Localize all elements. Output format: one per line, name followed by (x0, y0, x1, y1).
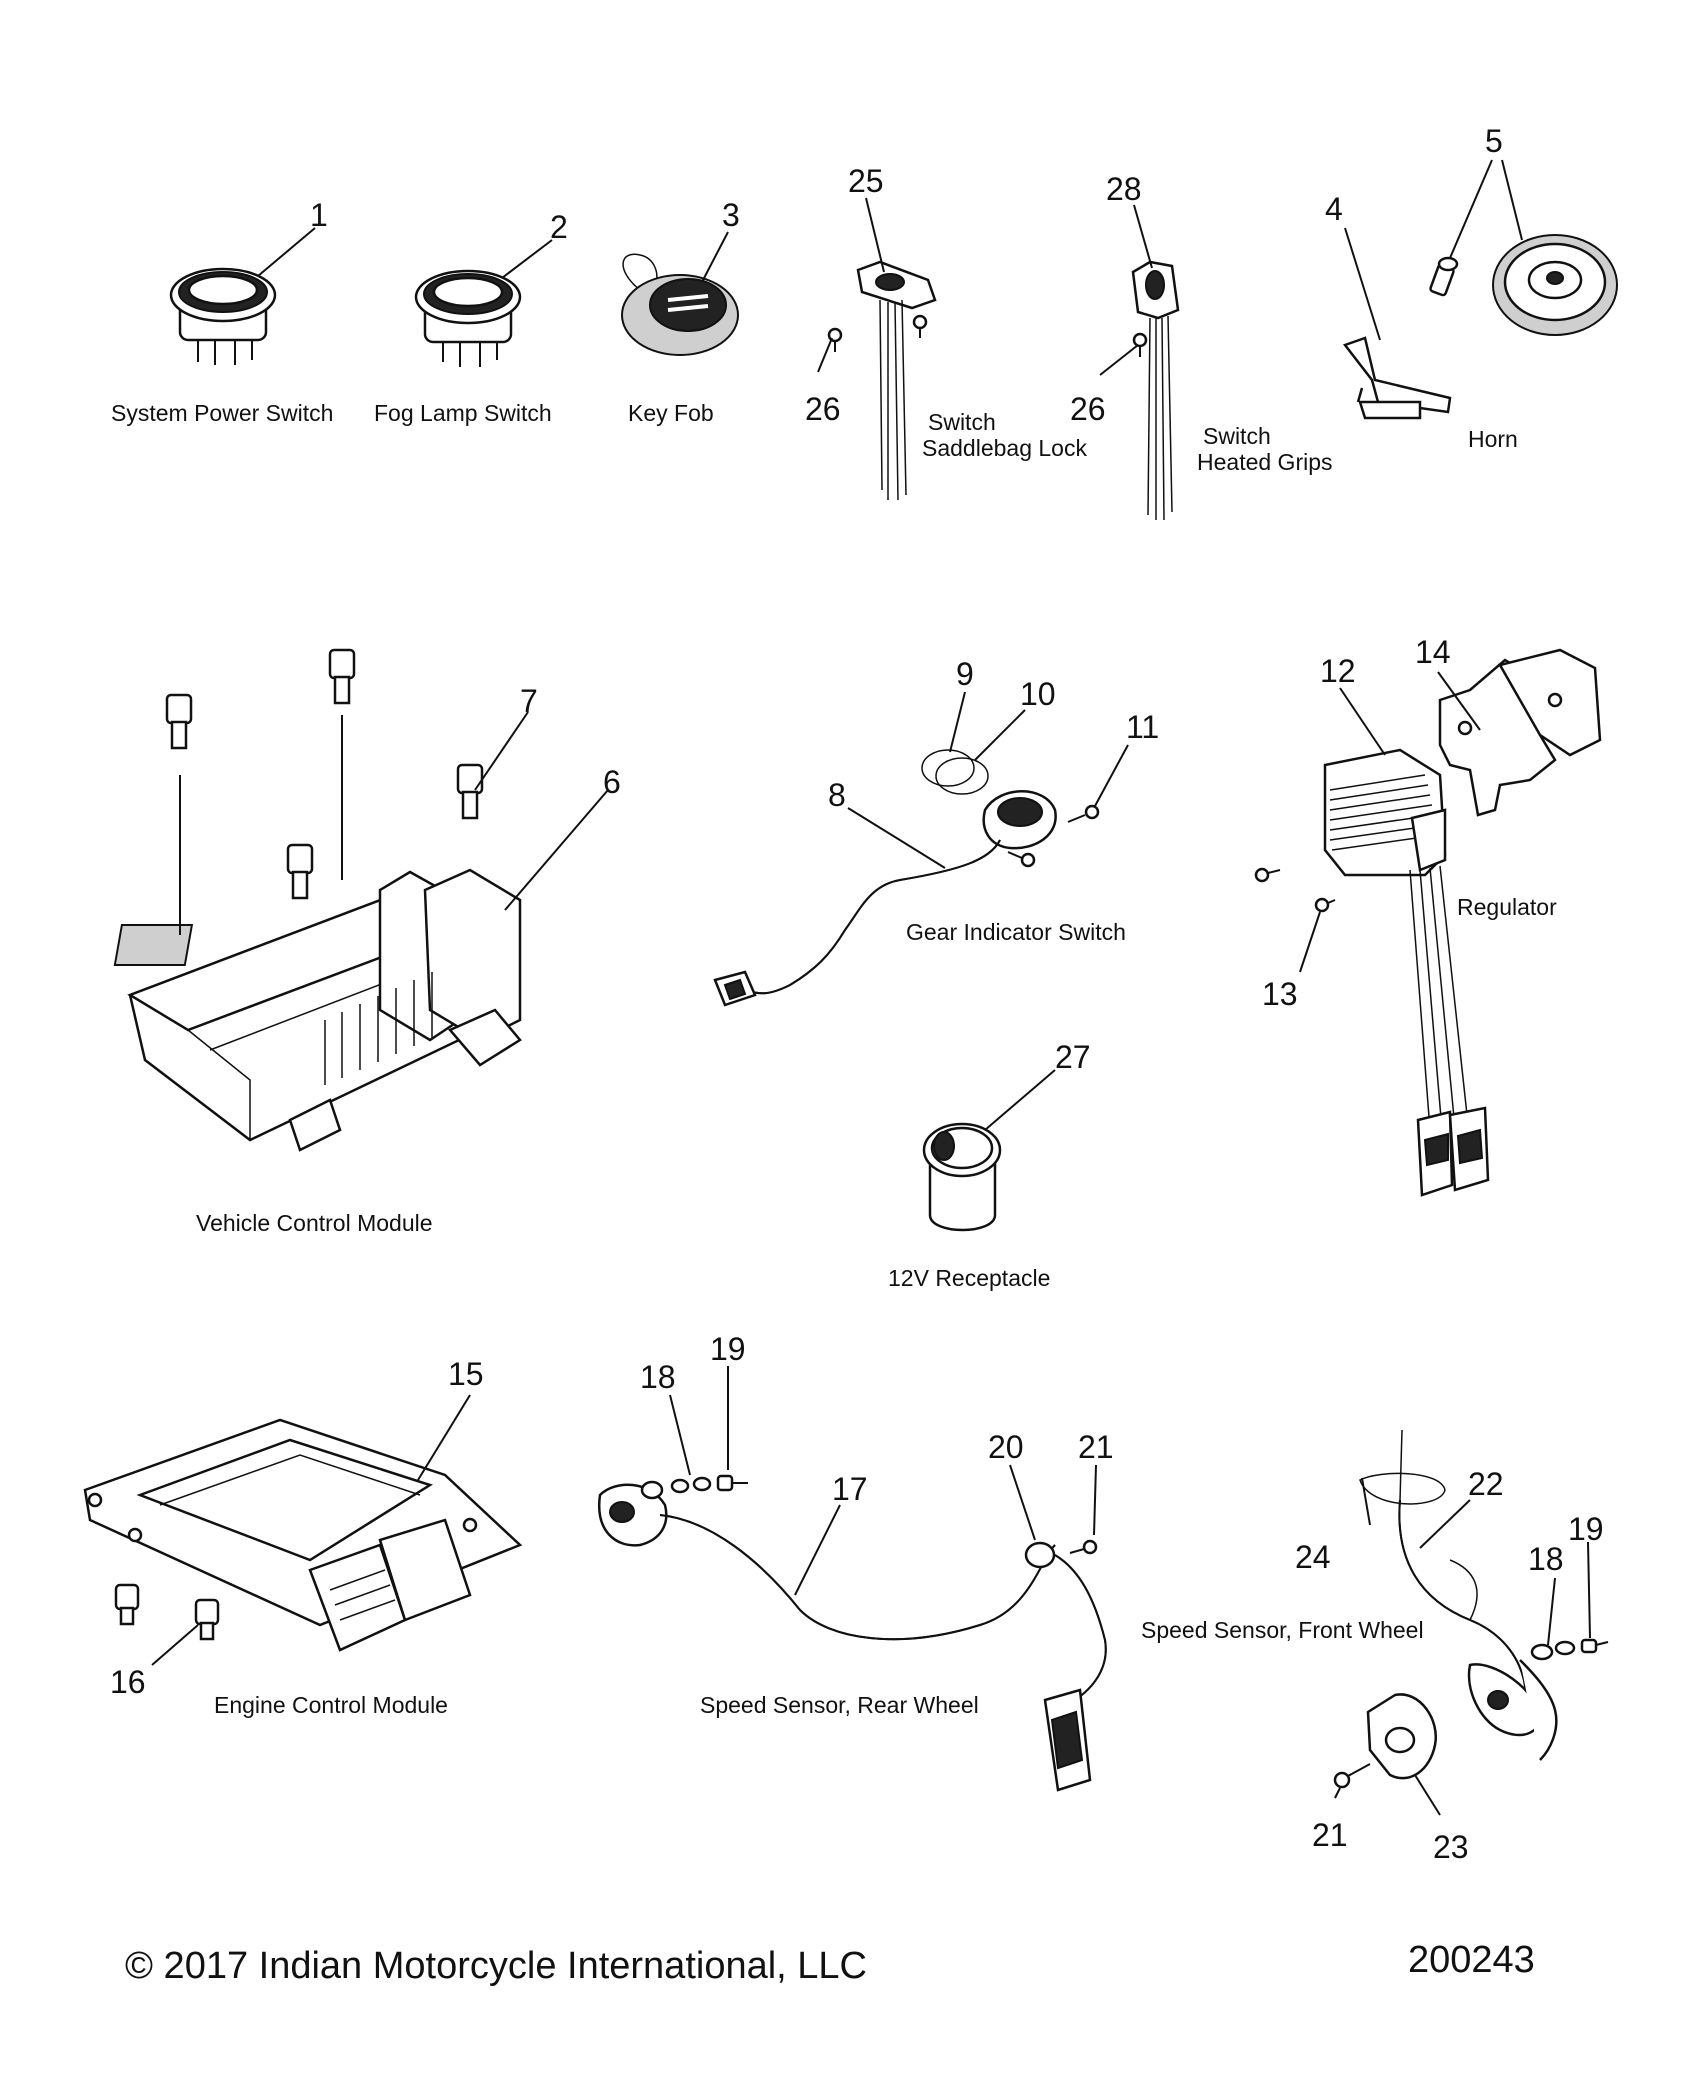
key-fob-part (621, 253, 739, 356)
callout-17: 17 (832, 1471, 868, 1507)
copyright-notice: © 2017 Indian Motorcycle International, … (125, 1945, 867, 1987)
callout-11: 11 (1126, 709, 1159, 745)
leader-18b (1547, 1577, 1556, 1646)
leader-24 (1361, 1477, 1371, 1526)
leader-20 (1009, 1464, 1036, 1541)
callout-24: 24 (1295, 1539, 1331, 1575)
callout-21a: 21 (1078, 1429, 1114, 1465)
callout-18a: 18 (640, 1359, 676, 1395)
leader-12 (1339, 687, 1386, 756)
receptacle-12v-part (922, 1122, 1002, 1232)
label-horn: Horn (1468, 426, 1518, 452)
leader-21b (1334, 1787, 1341, 1799)
leader-25 (865, 197, 885, 273)
leader-13 (1299, 911, 1321, 973)
leader-10 (974, 709, 1026, 761)
leader-26b (1099, 344, 1139, 376)
callout-25: 25 (848, 163, 884, 199)
leader-19b (1587, 1541, 1591, 1639)
leader-8 (847, 807, 946, 869)
label-switch-heated-2: Heated Grips (1197, 449, 1333, 475)
callout-21b: 21 (1312, 1817, 1348, 1853)
speed-sensor-rear-part (597, 1474, 1107, 1792)
leader-4 (1344, 227, 1381, 341)
label-12v-receptacle: 12V Receptacle (888, 1265, 1050, 1291)
callout-4: 4 (1325, 191, 1343, 227)
leader-9 (949, 691, 966, 753)
label-regulator: Regulator (1457, 894, 1557, 920)
leader-14 (1437, 671, 1481, 731)
callout-2: 2 (550, 209, 568, 245)
speed-sensor-front-part (1333, 1429, 1609, 1789)
horn-part (1342, 234, 1618, 420)
leader-17 (794, 1504, 841, 1596)
leader-6 (504, 789, 609, 911)
callout-13: 13 (1262, 976, 1298, 1012)
leader-1 (257, 227, 316, 277)
callout-20: 20 (988, 1429, 1024, 1465)
label-switch-saddlebag-2: Saddlebag Lock (922, 435, 1087, 461)
callout-15: 15 (448, 1356, 484, 1392)
leader-7 (474, 711, 529, 791)
leader-16 (151, 1624, 199, 1666)
leader-15 (417, 1394, 471, 1481)
callout-9: 9 (956, 656, 974, 692)
label-gear-indicator-switch: Gear Indicator Switch (906, 919, 1126, 945)
callout-12: 12 (1320, 653, 1356, 689)
callout-6: 6 (603, 764, 621, 800)
callout-26b: 26 (1070, 391, 1106, 427)
label-fog-lamp-switch: Fog Lamp Switch (374, 400, 552, 426)
system-power-switch-part (169, 267, 277, 365)
callout-18b: 18 (1528, 1541, 1564, 1577)
callout-16: 16 (110, 1664, 146, 1700)
label-speed-sensor-rear: Speed Sensor, Rear Wheel (700, 1692, 979, 1718)
leader-5b (1501, 159, 1523, 241)
leader-3 (701, 231, 729, 283)
leader-11 (1094, 744, 1129, 807)
callout-14: 14 (1415, 634, 1451, 670)
gear-indicator-switch-part (713, 749, 1100, 1007)
leader-18a (669, 1394, 691, 1476)
engine-control-module-part (83, 1418, 523, 1652)
regulator-part (1254, 648, 1602, 1197)
callout-19a: 19 (710, 1331, 746, 1367)
leader-27 (984, 1069, 1056, 1131)
label-system-power-switch: System Power Switch (111, 400, 333, 426)
leader-26a (817, 337, 833, 373)
vcm-bolts (165, 648, 484, 935)
fog-lamp-switch-part (414, 269, 522, 367)
leader-5a (1449, 159, 1493, 259)
label-vehicle-control-module: Vehicle Control Module (196, 1210, 433, 1236)
callout-22: 22 (1468, 1466, 1504, 1502)
vehicle-control-module-part (113, 648, 522, 1152)
label-switch-saddlebag-1: Switch (928, 409, 996, 435)
label-switch-heated-1: Switch (1203, 423, 1271, 449)
callout-28: 28 (1106, 171, 1142, 207)
leader-23 (1414, 1774, 1441, 1816)
callout-5: 5 (1485, 123, 1503, 159)
callout-26a: 26 (805, 391, 841, 427)
callout-19b: 19 (1568, 1511, 1604, 1547)
leader-28 (1133, 204, 1153, 269)
callout-10: 10 (1020, 676, 1056, 712)
callout-23: 23 (1433, 1829, 1469, 1865)
label-engine-control-module: Engine Control Module (214, 1692, 448, 1718)
callout-3: 3 (722, 197, 740, 233)
heated-grips-switch-part (1131, 260, 1180, 521)
callout-1: 1 (310, 197, 328, 233)
label-key-fob: Key Fob (628, 400, 714, 426)
saddlebag-switch-part (827, 260, 937, 501)
leader-21a (1093, 1464, 1097, 1536)
callout-27: 27 (1055, 1039, 1091, 1075)
callout-8: 8 (828, 777, 846, 813)
figure-id: 200243 (1408, 1939, 1535, 1981)
leader-2 (501, 239, 553, 279)
leader-22 (1419, 1499, 1471, 1549)
callout-7: 7 (520, 683, 538, 719)
label-speed-sensor-front: Speed Sensor, Front Wheel (1141, 1617, 1424, 1643)
